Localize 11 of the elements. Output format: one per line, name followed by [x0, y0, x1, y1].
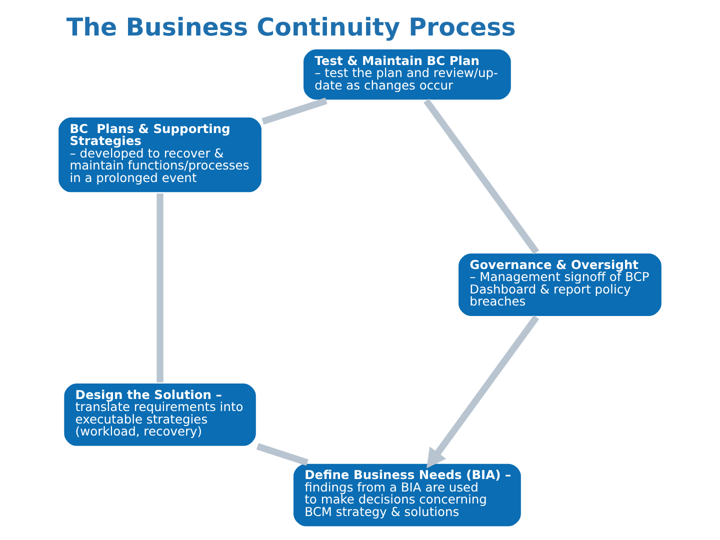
arrow	[426, 315, 540, 468]
node-box: BC Plans & Supporting Strategies – developed to recover & maintain functions/processes in a prolonged event	[56, 115, 264, 194]
connector	[156, 194, 164, 382]
diagram-title: The Business Continuity Process	[66, 12, 516, 42]
node-box: Governance & Oversight – Management signoff of BCP Dashboard & report policy breaches	[456, 251, 664, 318]
connector	[262, 98, 328, 125]
node-box: Design the Solution – translate requirements into executable strategies (workload, recovery)	[62, 381, 258, 448]
connector	[424, 98, 540, 254]
connector	[256, 443, 308, 466]
node-box: Test & Maintain BC Plan – test the plan and review/up-date as changes occur	[301, 47, 514, 102]
node-box: Define Business Needs (BIA) – findings from a BIA are used to make decisions concerning BCM strategy & solutions	[291, 462, 524, 528]
